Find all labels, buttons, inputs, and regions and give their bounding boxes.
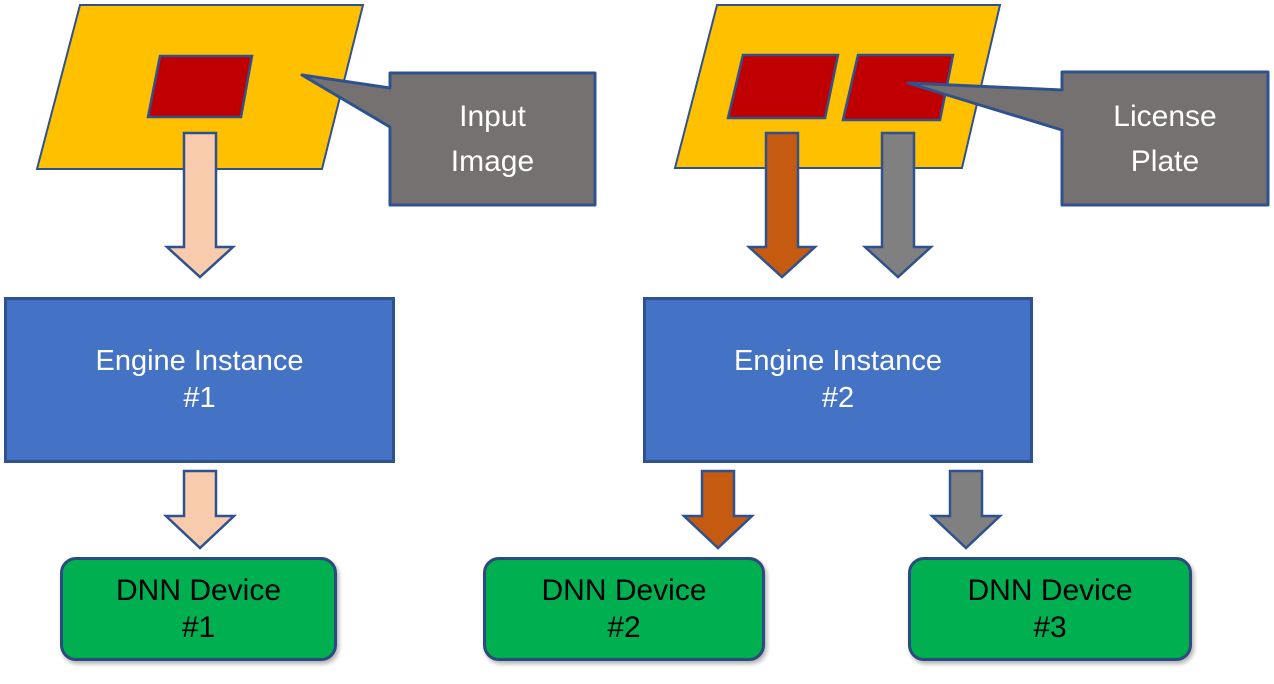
plate-region-2b [841, 53, 955, 122]
arrow-engine2-to-device2 [680, 469, 756, 550]
input-image-callout-shape [300, 71, 597, 207]
dnn-device-2-box: DNN Device #2 [483, 557, 765, 661]
license-plate-callout-shape [906, 70, 1270, 207]
dnn-device-3-box: DNN Device #3 [908, 557, 1192, 661]
arrow-image-to-engine1 [163, 131, 237, 279]
engine-instance-1-box: Engine Instance #1 [4, 297, 395, 463]
input-image-shape-2 [673, 4, 1002, 169]
device-number: #1 [181, 611, 216, 644]
device-label: DNN Device [541, 574, 707, 607]
device-number: #3 [1033, 611, 1067, 644]
arrow-plate2-to-engine2 [861, 131, 935, 279]
device-label: DNN Device [115, 574, 282, 607]
arrow-engine1-to-device1 [162, 469, 238, 550]
dnn-device-1-box: DNN Device #1 [60, 557, 337, 661]
engine-label: Engine Instance [734, 345, 942, 377]
plate-region-2a [726, 53, 840, 120]
engine-label: Engine Instance [95, 345, 304, 377]
plate-region-1 [146, 54, 254, 119]
engine-number: #2 [821, 382, 855, 414]
arrow-engine2-to-device3 [928, 469, 1004, 550]
arrow-plate1-to-engine2 [745, 131, 819, 279]
engine-number: #1 [183, 382, 216, 414]
engine-instance-2-box: Engine Instance #2 [643, 297, 1033, 463]
device-label: DNN Device [967, 574, 1133, 607]
device-number: #2 [607, 611, 641, 644]
